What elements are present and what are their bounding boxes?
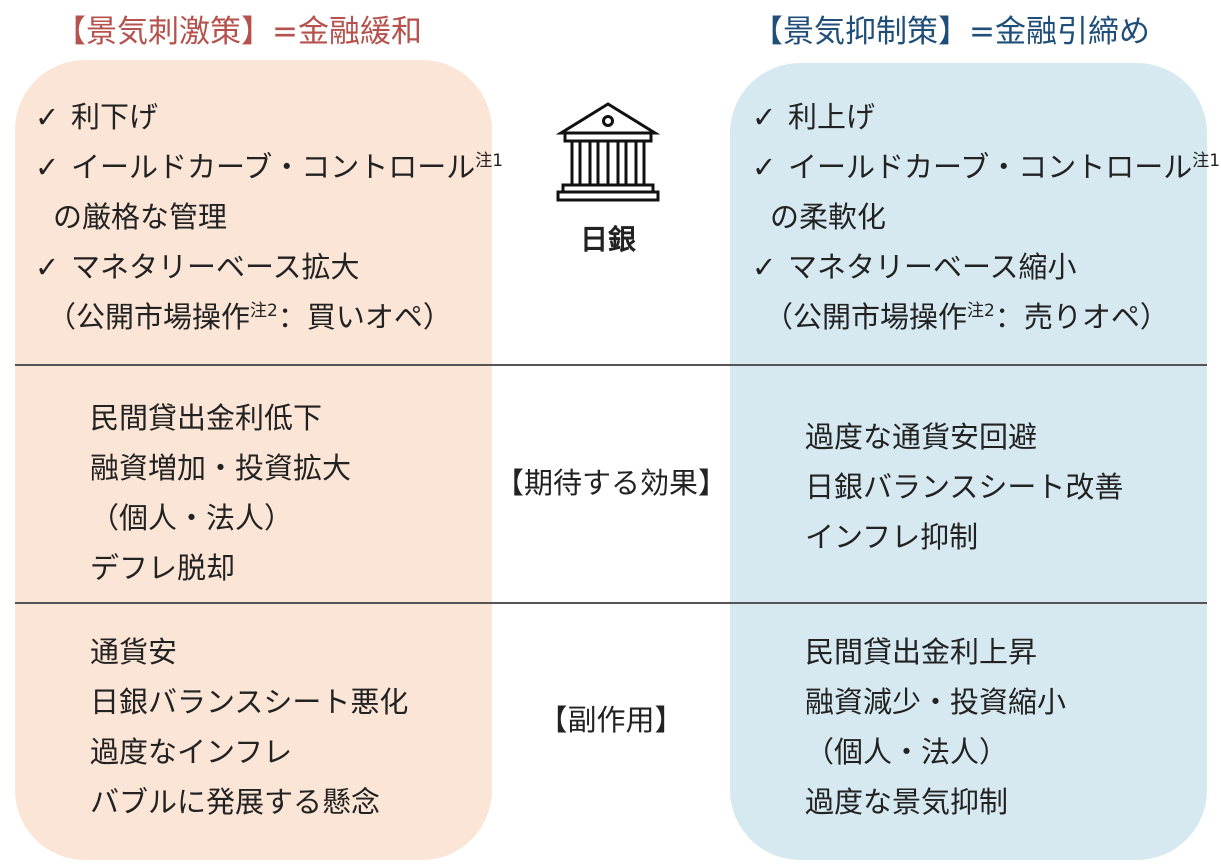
list-item: バブルに発展する懸念 [90, 785, 381, 819]
list-item: デフレ脱却 [90, 551, 236, 585]
right-title: 【景気抑制策】=金融引締め [752, 14, 1150, 50]
list-item: （個人・法人） [90, 501, 294, 535]
list-item: 過度なインフレ [90, 735, 293, 769]
list-item: 日銀バランスシート悪化 [90, 685, 409, 719]
list-item: 民間貸出金利低下 [90, 401, 323, 435]
check-icon: ✓ [35, 250, 60, 284]
left-side-effects: 通貨安 日銀バランスシート悪化 過度なインフレ バブルに発展する懸念 [90, 627, 408, 827]
check-icon: ✓ [752, 100, 777, 134]
right-measures: ✓利上げ ✓イールドカーブ・コントロール注1 の柔軟化 ✓マネタリーベース縮小 … [752, 92, 1220, 342]
divider-top [15, 364, 1207, 366]
list-item: 通貨安 [90, 635, 178, 669]
left-measures: ✓利下げ ✓イールドカーブ・コントロール注1 の厳格な管理 ✓マネタリーベース拡… [35, 92, 503, 342]
list-item: 日銀バランスシート改善 [805, 470, 1124, 504]
bank-label: 日銀 [579, 223, 636, 256]
side-effects-label: 【副作用】 [538, 703, 684, 737]
right-effects: 過度な通貨安回避 日銀バランスシート改善 インフレ抑制 [805, 412, 1123, 562]
list-item: 融資増加・投資拡大 [90, 451, 352, 485]
list-item: インフレ抑制 [805, 520, 979, 554]
bank-building-icon [555, 102, 661, 202]
easing-panel [15, 60, 492, 860]
effects-label: 【期待する効果】 [494, 466, 727, 500]
left-title: 【景気刺激策】=金融緩和 [55, 14, 422, 50]
list-item: 融資減少・投資縮小 [805, 685, 1067, 719]
check-icon: ✓ [752, 250, 777, 284]
list-item: 民間貸出金利上昇 [805, 635, 1038, 669]
check-icon: ✓ [752, 150, 777, 184]
left-effects: 民間貸出金利低下 融資増加・投資拡大 （個人・法人） デフレ脱却 [90, 393, 351, 593]
tightening-panel [730, 63, 1207, 860]
check-icon: ✓ [35, 150, 60, 184]
list-item: 過度な景気抑制 [805, 785, 1009, 819]
right-side-effects: 民間貸出金利上昇 融資減少・投資縮小 （個人・法人） 過度な景気抑制 [805, 627, 1066, 827]
list-item: （個人・法人） [805, 735, 1009, 769]
list-item: 過度な通貨安回避 [805, 420, 1038, 454]
divider-bottom [15, 602, 1207, 604]
check-icon: ✓ [35, 100, 60, 134]
